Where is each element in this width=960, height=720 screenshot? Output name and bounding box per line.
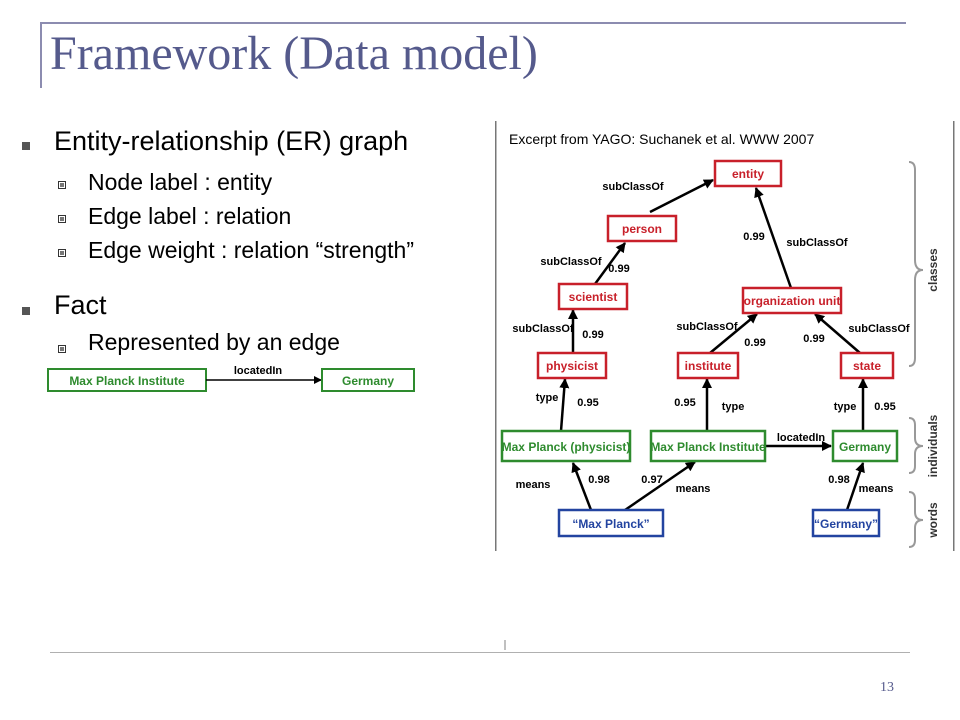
yago-caption: Excerpt from YAGO: Suchanek et al. WWW 2… (509, 131, 814, 147)
node-person-label: person (622, 222, 662, 236)
brace-individuals (908, 417, 924, 474)
node-organization-unit-label: organization unit (744, 294, 841, 308)
sub-bullet-marker (58, 345, 66, 353)
sub-bullet-represented: Represented by an edge (88, 329, 340, 355)
node-max-planck-physicist-label: Max Planck (physicist) (502, 440, 631, 454)
edge-org-entity-weight: 0.99 (743, 231, 764, 243)
sub-bullet-node-label: Node label : entity (88, 169, 273, 195)
sub-bullet-marker (58, 181, 66, 189)
edge-wmp-mpi (624, 460, 696, 512)
edge-scientist-person (593, 242, 627, 285)
title-frame-left (40, 22, 42, 88)
edge-person-entity (649, 178, 714, 214)
node-germany-label: Germany (839, 440, 891, 454)
edge-wmp-mpp-weight: 0.98 (588, 474, 609, 486)
side-label-classes: classes (926, 248, 940, 292)
sub-bullet-marker (58, 249, 66, 257)
node-entity-label: entity (732, 167, 764, 181)
bullet-marker (22, 142, 30, 150)
bullet-fact: Fact (54, 290, 107, 320)
edge-scientist-person-weight: 0.99 (608, 263, 629, 275)
edge-wmp-mpi-label: means (676, 483, 711, 495)
node-max-planck-institute-label: Max Planck Institute (650, 440, 766, 454)
yago-figure-border-right (953, 121, 955, 551)
edge-wg-germany-label: means (859, 483, 894, 495)
title-frame-top (40, 22, 906, 24)
edge-mpp-physicist-label: type (536, 392, 559, 404)
footer-tick (504, 640, 506, 650)
node-physicist: physicist (536, 351, 608, 380)
brace-classes (908, 161, 924, 367)
edge-mpi-germany-label: locatedIn (777, 432, 826, 444)
edge-state-org-label: subClassOf (848, 323, 909, 335)
sub-bullet-edge-weight: Edge weight : relation “strength” (88, 237, 415, 263)
edge-wmp-mpp-label: means (516, 479, 551, 491)
edge-institute-org-weight: 0.99 (744, 337, 765, 349)
edge-scientist-person-label: subClassOf (540, 256, 601, 268)
fact-target-node (321, 368, 415, 392)
edge-physicist-scientist-weight: 0.99 (582, 329, 603, 341)
edge-wmp-mpp (571, 462, 593, 511)
edge-state-org (814, 313, 861, 354)
fact-relation-label: locatedIn (234, 365, 283, 377)
node-scientist-label: scientist (569, 290, 618, 304)
edge-institute-org (709, 313, 758, 354)
edge-mpi-institute-label: type (722, 401, 745, 413)
fact-example-diagram: Max Planck Institute locatedIn Germany (47, 365, 415, 392)
node-scientist: scientist (557, 282, 629, 311)
node-person: person (606, 214, 678, 243)
node-state: state (839, 351, 895, 380)
page-number: 13 (880, 680, 894, 695)
edge-institute-org-label: subClassOf (676, 321, 737, 333)
node-entity: entity (713, 159, 783, 188)
edge-person-entity-label: subClassOf (602, 181, 663, 193)
edge-wg-germany-weight: 0.98 (828, 474, 849, 486)
brace-words (908, 491, 924, 548)
edge-germany-state-weight: 0.95 (874, 401, 895, 413)
node-word-max-planck-label: “Max Planck” (572, 517, 649, 531)
node-word-max-planck: “Max Planck” (557, 508, 665, 538)
sub-bullet-edge-label: Edge label : relation (88, 203, 292, 229)
edge-org-entity (754, 187, 793, 289)
edge-mpp-physicist (559, 378, 570, 432)
node-germany: Germany (831, 429, 899, 463)
fact-source-label: Max Planck Institute (69, 374, 185, 388)
edge-mpp-physicist-weight: 0.95 (577, 397, 598, 409)
edge-mpi-institute-weight: 0.95 (674, 397, 695, 409)
side-label-individuals: individuals (926, 414, 940, 477)
bullet-er-graph: Entity-relationship (ER) graph (54, 126, 409, 156)
node-institute-label: institute (685, 359, 732, 373)
yago-figure-background (495, 120, 955, 552)
node-institute: institute (676, 351, 740, 380)
node-max-planck-physicist: Max Planck (physicist) (500, 429, 632, 463)
yago-figure: Excerpt from YAGO: Suchanek et al. WWW 2… (495, 120, 955, 552)
edge-wmp-mpi-weight: 0.97 (641, 474, 662, 486)
node-physicist-label: physicist (546, 359, 598, 373)
edge-wg-germany (845, 462, 865, 511)
sub-bullet-marker (58, 215, 66, 223)
fact-target-label: Germany (342, 374, 394, 388)
footer-rule (50, 652, 910, 653)
yago-figure-border-left (495, 121, 497, 551)
edge-state-org-weight: 0.99 (803, 333, 824, 345)
edge-physicist-scientist-label: subClassOf (512, 323, 573, 335)
edge-org-entity-label: subClassOf (786, 237, 847, 249)
bullet-marker (22, 307, 30, 315)
node-max-planck-institute: Max Planck Institute (649, 429, 767, 463)
node-organization-unit: organization unit (741, 286, 843, 315)
node-state-label: state (853, 359, 881, 373)
slide-title: Framework (Data model) (50, 27, 538, 80)
edge-germany-state-label: type (834, 401, 857, 413)
node-word-germany-label: “Germany” (814, 517, 878, 531)
side-label-words: words (926, 502, 940, 539)
node-word-germany: “Germany” (811, 508, 881, 538)
